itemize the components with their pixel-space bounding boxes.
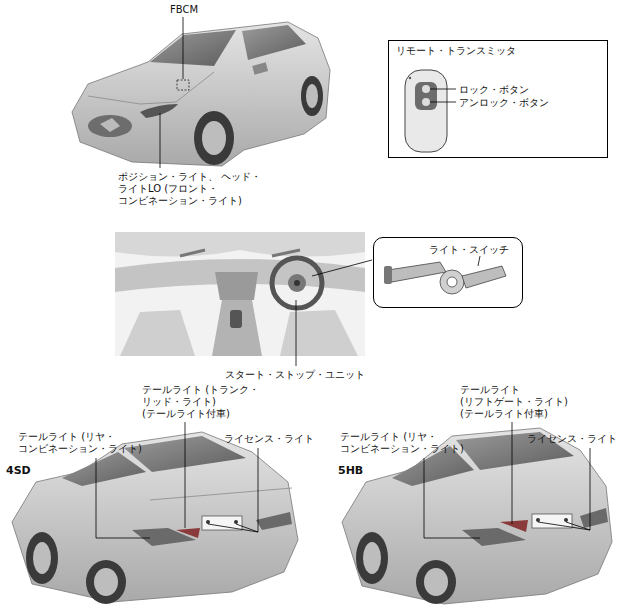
- model-label: 5HB: [338, 465, 363, 477]
- part-label: ポジション・ライト、 ヘッド・ライトLO (フロント・コンビネーション・ライト): [118, 171, 298, 207]
- part-label: テールライト (リフトゲート・ライト) (テールライト付車): [460, 384, 590, 420]
- part-label: スタート・ストップ・ユニット: [225, 369, 365, 381]
- leader-line: [183, 17, 184, 79]
- light-switch-callout: ライト・スイッチ: [373, 237, 523, 308]
- box-title: リモート・トランスミッタ: [396, 45, 516, 57]
- car-sedan-rear: [12, 432, 298, 604]
- model-label: 4SD: [6, 465, 31, 477]
- remote-fob: [405, 70, 456, 152]
- part-label: テールライト (リヤ・コンビネーション・ライト): [340, 431, 505, 455]
- module-label: FBCM: [170, 4, 198, 16]
- leader-line: [312, 260, 372, 276]
- part-label: ライセンス・ライト: [224, 433, 314, 445]
- leader-line: [160, 113, 161, 168]
- button-label: ロック・ボタン: [459, 84, 529, 96]
- interior-view: [115, 232, 365, 356]
- box-title: ライト・スイッチ: [429, 244, 509, 256]
- car-front-view: [72, 22, 330, 166]
- light-switch: [384, 256, 506, 294]
- part-label: テールライト (トランク・リッド・ライト) (テールライト付車): [142, 384, 292, 420]
- button-label: アンロック・ボタン: [459, 97, 549, 109]
- car-hatchback-rear: [342, 428, 612, 604]
- remote-transmitter-box: リモート・トランスミッタロック・ボタンアンロック・ボタン: [388, 40, 608, 158]
- leader-line: [296, 300, 297, 366]
- part-label: ライセンス・ライト: [527, 433, 617, 445]
- part-label: テールライト (リヤ・コンビネーション・ライト): [18, 431, 183, 455]
